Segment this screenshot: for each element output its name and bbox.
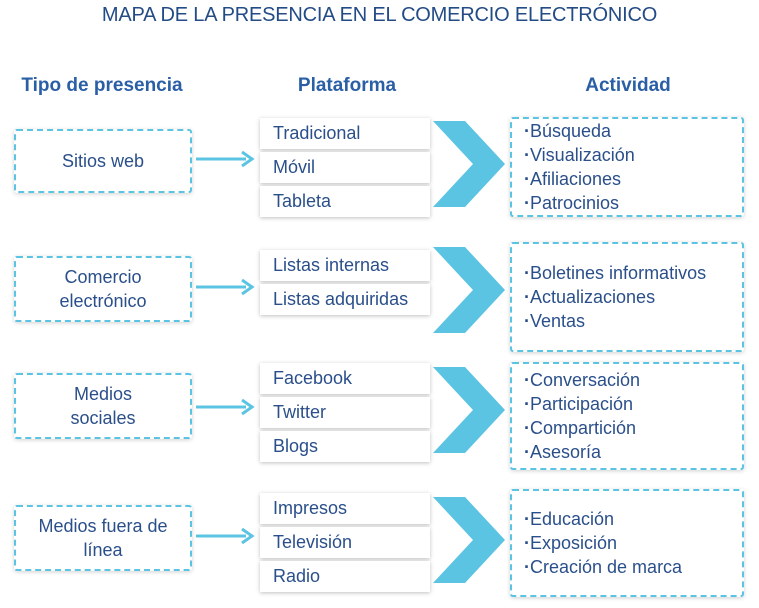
tipo-box: Comercio electrónico (14, 256, 192, 322)
arrow-right-icon (196, 527, 255, 545)
chevron-arrow-icon (433, 247, 505, 333)
activity-item: Conversación (524, 368, 742, 392)
activity-item: Boletines informativos (524, 261, 742, 285)
activity-box: Educación Exposición Creación de marca (510, 489, 744, 597)
chevron-arrow-icon (433, 497, 505, 583)
tipo-box: Sitios web (14, 129, 192, 193)
activity-item: Búsqueda (524, 119, 742, 143)
platform-item: Blogs (260, 431, 430, 462)
activity-item: Visualización (524, 143, 742, 167)
platform-item: Radio (260, 561, 430, 592)
tipo-box: Medios sociales (14, 373, 192, 439)
activity-box: Búsqueda Visualización Afiliaciones Patr… (510, 117, 744, 217)
platform-list: Impresos Televisión Radio (260, 493, 430, 595)
platform-list: Listas internas Listas adquiridas (260, 250, 430, 318)
header-plataforma: Plataforma (297, 75, 397, 96)
activity-item: Exposición (524, 531, 742, 555)
platform-item: Tradicional (260, 118, 430, 149)
tipo-label: Medios sociales (70, 384, 136, 428)
header-tipo: Tipo de presencia (21, 75, 183, 96)
tipo-label: Comercio electrónico (59, 267, 147, 311)
activity-box: Boletines informativos Actualizaciones V… (510, 242, 744, 352)
tipo-label: Medios fuera de línea (38, 516, 168, 560)
activity-item: Compartición (524, 416, 742, 440)
activity-item: Participación (524, 392, 742, 416)
platform-item: Tableta (260, 186, 430, 217)
chevron-arrow-icon (433, 367, 505, 453)
platform-item: Listas adquiridas (260, 284, 430, 315)
arrow-right-icon (196, 150, 255, 168)
activity-item: Patrocinios (524, 191, 742, 215)
platform-item: Twitter (260, 397, 430, 428)
platform-item: Televisión (260, 527, 430, 558)
platform-item: Listas internas (260, 250, 430, 281)
tipo-box: Medios fuera de línea (14, 505, 192, 571)
tipo-label: Sitios web (61, 151, 145, 171)
platform-list: Facebook Twitter Blogs (260, 363, 430, 465)
header-actividad: Actividad (585, 75, 671, 96)
chevron-arrow-icon (433, 121, 505, 207)
activity-item: Ventas (524, 309, 742, 333)
activity-item: Educación (524, 507, 742, 531)
platform-item: Impresos (260, 493, 430, 524)
activity-item: Actualizaciones (524, 285, 742, 309)
activity-item: Afiliaciones (524, 167, 742, 191)
arrow-right-icon (196, 278, 255, 296)
activity-item: Asesoría (524, 440, 742, 464)
diagram-title: MAPA DE LA PRESENCIA EN EL COMERCIO ELEC… (101, 4, 658, 26)
platform-item: Facebook (260, 363, 430, 394)
activity-box: Conversación Participación Compartición … (510, 362, 744, 470)
platform-list: Tradicional Móvil Tableta (260, 118, 430, 220)
activity-item: Creación de marca (524, 555, 742, 579)
platform-item: Móvil (260, 152, 430, 183)
arrow-right-icon (196, 398, 255, 416)
